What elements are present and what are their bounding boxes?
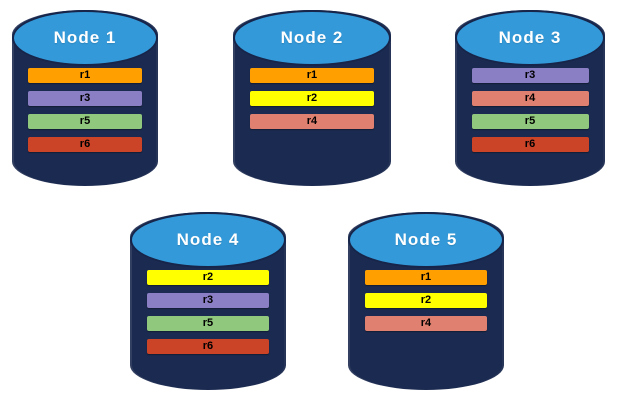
node-4-label: Node 4 bbox=[176, 230, 240, 249]
node-1-replica-r3[interactable]: r3 bbox=[28, 91, 142, 106]
node-1-replica-r5[interactable]: r5 bbox=[28, 114, 142, 129]
node-2-replica-r4[interactable]: r4 bbox=[250, 114, 374, 129]
node-1[interactable]: Node 1 r1 r3 r5 r6 bbox=[12, 10, 158, 186]
node-4-replica-r6[interactable]: r6 bbox=[147, 339, 269, 354]
node-4[interactable]: Node 4 r2 r3 r5 r6 bbox=[130, 212, 286, 390]
node-4-replica-r2[interactable]: r2 bbox=[147, 270, 269, 285]
node-1-replica-r1[interactable]: r1 bbox=[28, 68, 142, 83]
node-2-replica-r1[interactable]: r1 bbox=[250, 68, 374, 83]
node-3-label: Node 3 bbox=[498, 28, 562, 47]
node-3-replica-r4[interactable]: r4 bbox=[471, 91, 589, 106]
node-4-cylinder-top bbox=[130, 212, 286, 268]
node-1-replica-list: r1 r3 r5 r6 bbox=[12, 68, 158, 152]
node-2-label: Node 2 bbox=[280, 28, 344, 47]
node-1-label: Node 1 bbox=[53, 28, 117, 47]
node-2-cylinder-top bbox=[233, 10, 391, 66]
node-3[interactable]: Node 3 r3 r4 r5 r6 bbox=[455, 10, 605, 186]
node-3-replica-r5[interactable]: r5 bbox=[471, 114, 589, 129]
node-5-replica-r2[interactable]: r2 bbox=[365, 293, 487, 308]
node-3-cylinder-top bbox=[455, 10, 605, 66]
node-1-cylinder-top bbox=[12, 10, 158, 66]
node-4-replica-r5[interactable]: r5 bbox=[147, 316, 269, 331]
node-5-replica-r4[interactable]: r4 bbox=[365, 316, 487, 331]
node-5-replica-r1[interactable]: r1 bbox=[365, 270, 487, 285]
node-1-replica-r6[interactable]: r6 bbox=[28, 137, 142, 152]
node-5-label: Node 5 bbox=[394, 230, 458, 249]
node-3-replica-list: r3 r4 r5 r6 bbox=[455, 68, 605, 152]
node-2-replica-list: r1 r2 r4 bbox=[233, 68, 391, 129]
node-4-replica-list: r2 r3 r5 r6 bbox=[130, 270, 286, 354]
node-4-replica-r3[interactable]: r3 bbox=[147, 293, 269, 308]
node-3-replica-r3[interactable]: r3 bbox=[471, 68, 589, 83]
node-5-cylinder-top bbox=[348, 212, 504, 268]
node-2-replica-r2[interactable]: r2 bbox=[250, 91, 374, 106]
node-5[interactable]: Node 5 r1 r2 r4 bbox=[348, 212, 504, 390]
node-2[interactable]: Node 2 r1 r2 r4 bbox=[233, 10, 391, 186]
node-3-replica-r6[interactable]: r6 bbox=[471, 137, 589, 152]
node-5-replica-list: r1 r2 r4 bbox=[348, 270, 504, 331]
